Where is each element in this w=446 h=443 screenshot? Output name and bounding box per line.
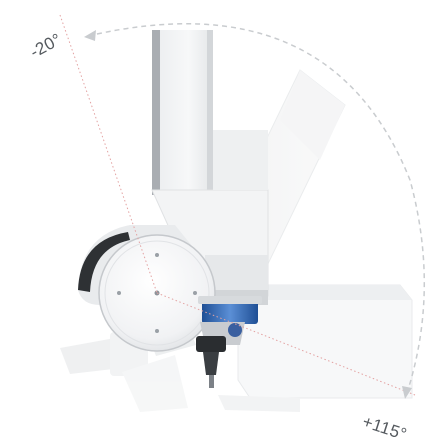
spindle-assembly [196, 296, 262, 388]
arc-arrow-head-end [402, 386, 412, 399]
swivel-range-arc [84, 23, 426, 399]
axis-lines [59, 14, 416, 396]
arc-arrow-head-start [84, 30, 96, 41]
